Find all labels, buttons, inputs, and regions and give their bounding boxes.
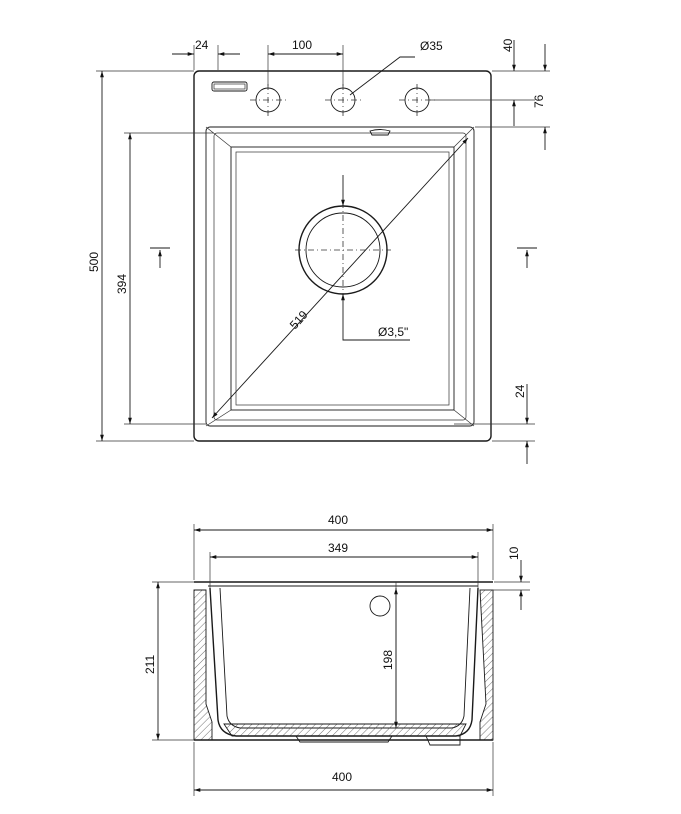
diagonal-dimension — [211, 137, 469, 419]
diagonal-label: 519 — [287, 308, 311, 332]
top-view: Ø3,5" 519 Ø35 24 100 40 76 500 — [87, 38, 550, 464]
sink-outline — [193, 70, 492, 442]
bowl-bottom-section — [223, 723, 467, 737]
top-width-label: 400 — [328, 513, 348, 527]
bowl-outer — [209, 587, 479, 737]
hole-diameter-label: Ø35 — [420, 39, 443, 53]
section-view: 400 349 10 211 198 400 — [143, 513, 530, 796]
rim-thickness-label: 10 — [507, 546, 521, 560]
bottom-width-label: 400 — [332, 770, 352, 784]
drain-size-label: Ø3,5" — [378, 325, 408, 339]
bowl-from-edge-label: 76 — [532, 94, 546, 108]
tap-hole-center — [325, 84, 361, 116]
bowl-rim-inner — [213, 132, 467, 421]
hole-spacing-label: 100 — [292, 38, 312, 52]
bowl-height-label: 198 — [381, 650, 395, 670]
overall-height-label: 211 — [143, 655, 157, 674]
logo-badge — [211, 81, 248, 92]
section-marker-left — [150, 247, 170, 268]
drain: Ø3,5" — [295, 175, 410, 341]
tap-hole-right — [399, 84, 435, 116]
overflow-slot — [369, 129, 391, 136]
bowl-inner — [219, 587, 471, 729]
overall-depth-label: 500 — [87, 252, 101, 272]
section-marker-right — [517, 247, 537, 268]
right-wall-section — [479, 589, 494, 741]
bowl-width-label: 349 — [328, 541, 348, 555]
edge-offset-label: 24 — [195, 38, 209, 52]
bowl-rim-outer — [205, 126, 475, 427]
hole-from-edge-label: 40 — [501, 38, 515, 52]
tap-hole-left — [250, 84, 286, 116]
overflow-hole — [369, 595, 391, 617]
left-wall-section — [193, 589, 213, 741]
bowl-floor-inner — [235, 151, 450, 406]
bowl-depth-label: 394 — [115, 274, 129, 294]
bowl-floor — [230, 146, 455, 411]
bottom-rim-label: 24 — [513, 384, 527, 398]
drain-section — [295, 735, 393, 743]
